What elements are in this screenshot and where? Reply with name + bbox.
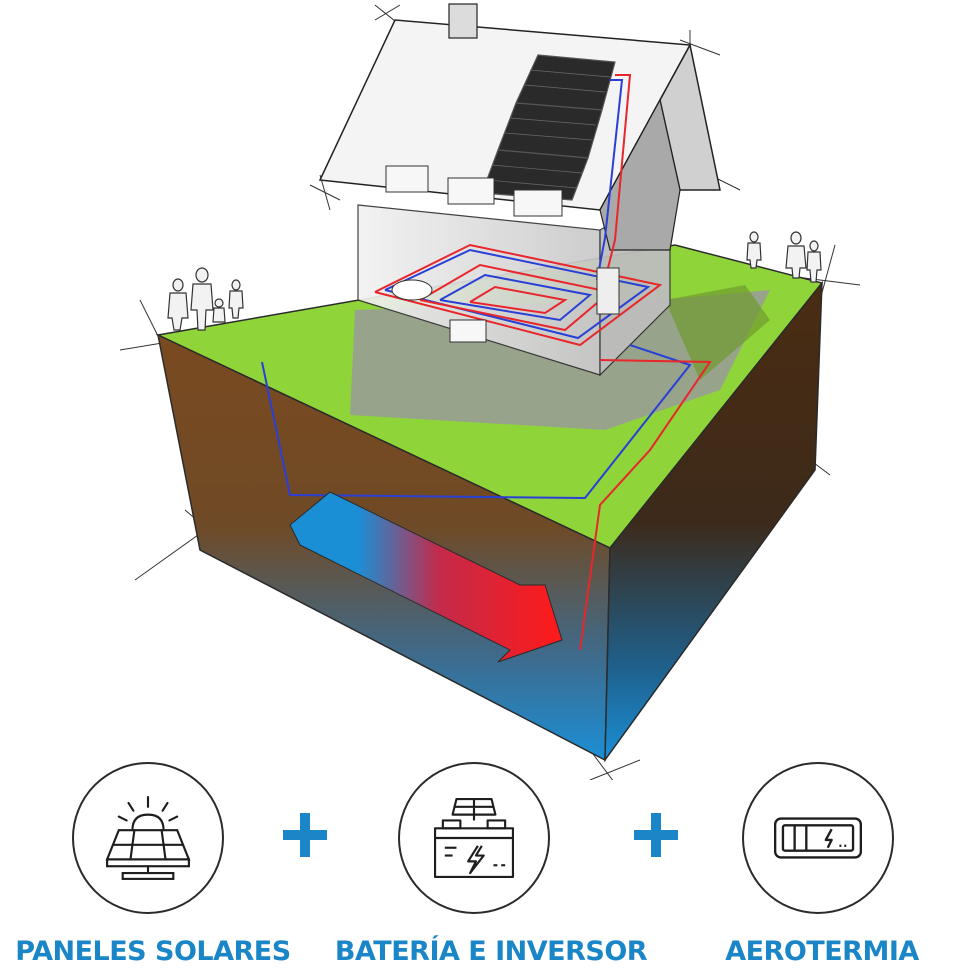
feature-label-aerotermia: AEROTERMIA xyxy=(725,936,919,967)
ground-loop-cold xyxy=(261,344,692,500)
underfloor-heating xyxy=(374,243,663,347)
ground-loop-hot xyxy=(579,359,712,651)
feature-label-solar: PANELES SOLARES xyxy=(15,936,291,967)
geothermal-house-illustration xyxy=(119,3,861,780)
battery-inverter-badge xyxy=(398,762,550,914)
radiators xyxy=(385,165,563,343)
people-right xyxy=(746,231,822,283)
solar-panels-badge xyxy=(72,762,224,914)
chimney xyxy=(448,3,478,39)
people-left xyxy=(167,267,244,331)
aerotermia-badge xyxy=(742,762,894,914)
soil-side xyxy=(604,280,823,763)
heat-flow-arrow xyxy=(289,491,563,663)
roof-solar-panels xyxy=(481,54,616,201)
heat-pump-unit-icon xyxy=(773,817,863,859)
feature-label-battery: BATERÍA E INVERSOR xyxy=(334,936,648,967)
bathtub xyxy=(391,279,433,301)
battery-inverter-icon xyxy=(433,797,515,879)
plus-icon xyxy=(283,813,327,857)
plus-icon xyxy=(634,813,678,857)
roof-gable xyxy=(599,98,681,251)
water-tank xyxy=(596,267,620,315)
solar-panel-icon xyxy=(105,796,191,880)
